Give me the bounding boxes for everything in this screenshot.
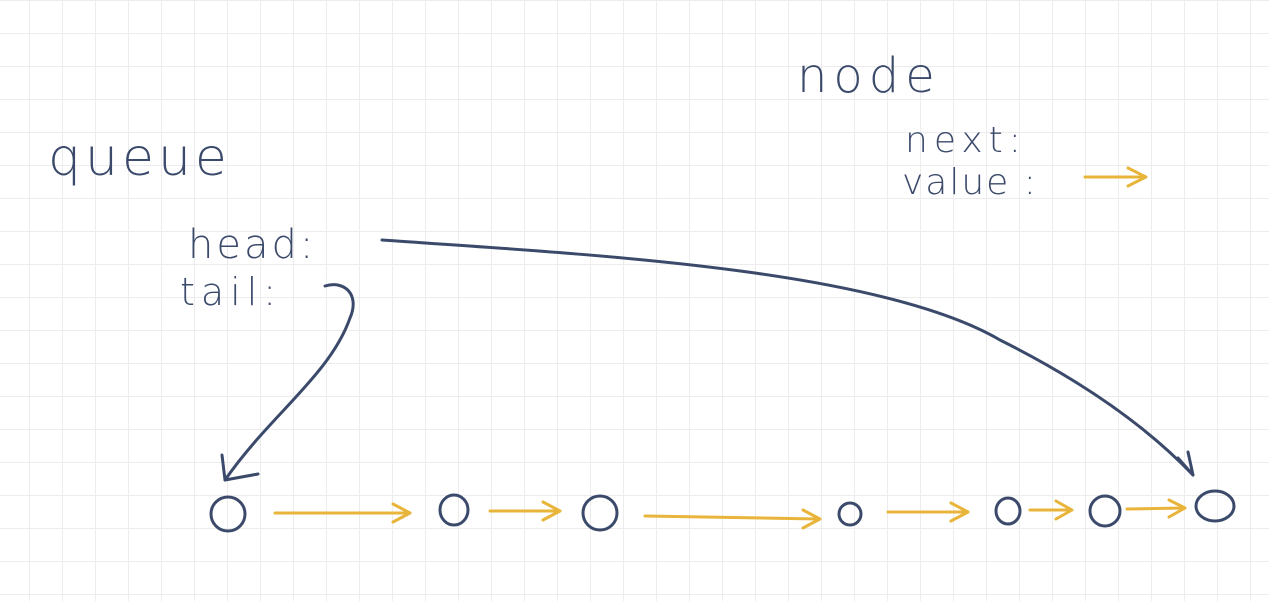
list-node xyxy=(209,495,247,533)
next-arrow xyxy=(886,501,970,523)
head-pointer-arrow xyxy=(380,238,1195,477)
next-arrow xyxy=(488,500,562,522)
list-node xyxy=(1088,494,1122,528)
next-arrow xyxy=(1125,498,1187,519)
list-node xyxy=(581,494,619,532)
list-node xyxy=(1194,489,1236,523)
list-nodes xyxy=(209,489,1236,533)
list-node xyxy=(438,493,470,527)
value-label: value : xyxy=(902,162,1038,203)
head-label: head: xyxy=(188,222,316,268)
node-title: node xyxy=(797,48,941,104)
next-arrow xyxy=(1028,499,1074,521)
next-arrow xyxy=(643,508,822,530)
next-arrow xyxy=(273,502,412,524)
list-node xyxy=(994,496,1022,526)
list-node xyxy=(837,501,863,527)
next-arrows xyxy=(273,498,1187,530)
queue-title: queue xyxy=(48,128,231,188)
value-arrow xyxy=(1083,166,1148,188)
tail-pointer-arrow xyxy=(220,283,355,482)
tail-label: tail: xyxy=(180,270,282,314)
next-label: next: xyxy=(905,120,1027,161)
